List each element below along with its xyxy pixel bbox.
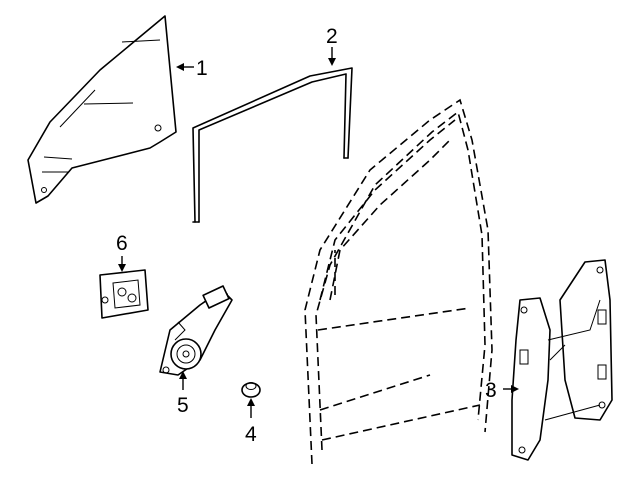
- callout-1: 1: [196, 57, 208, 80]
- window-regulator: [511, 259, 613, 461]
- window-motor: [159, 285, 233, 376]
- door-shell: [304, 98, 493, 465]
- callout-2: 2: [326, 25, 338, 48]
- control-module: [99, 269, 149, 319]
- window-glass: [27, 15, 177, 204]
- grommet: [241, 382, 261, 398]
- callout-3: 3: [485, 379, 497, 402]
- leader-lines: [118, 47, 519, 418]
- callout-4: 4: [245, 423, 257, 446]
- glass-run-channel: [192, 67, 353, 223]
- callout-5: 5: [177, 394, 189, 417]
- callout-6: 6: [116, 232, 128, 255]
